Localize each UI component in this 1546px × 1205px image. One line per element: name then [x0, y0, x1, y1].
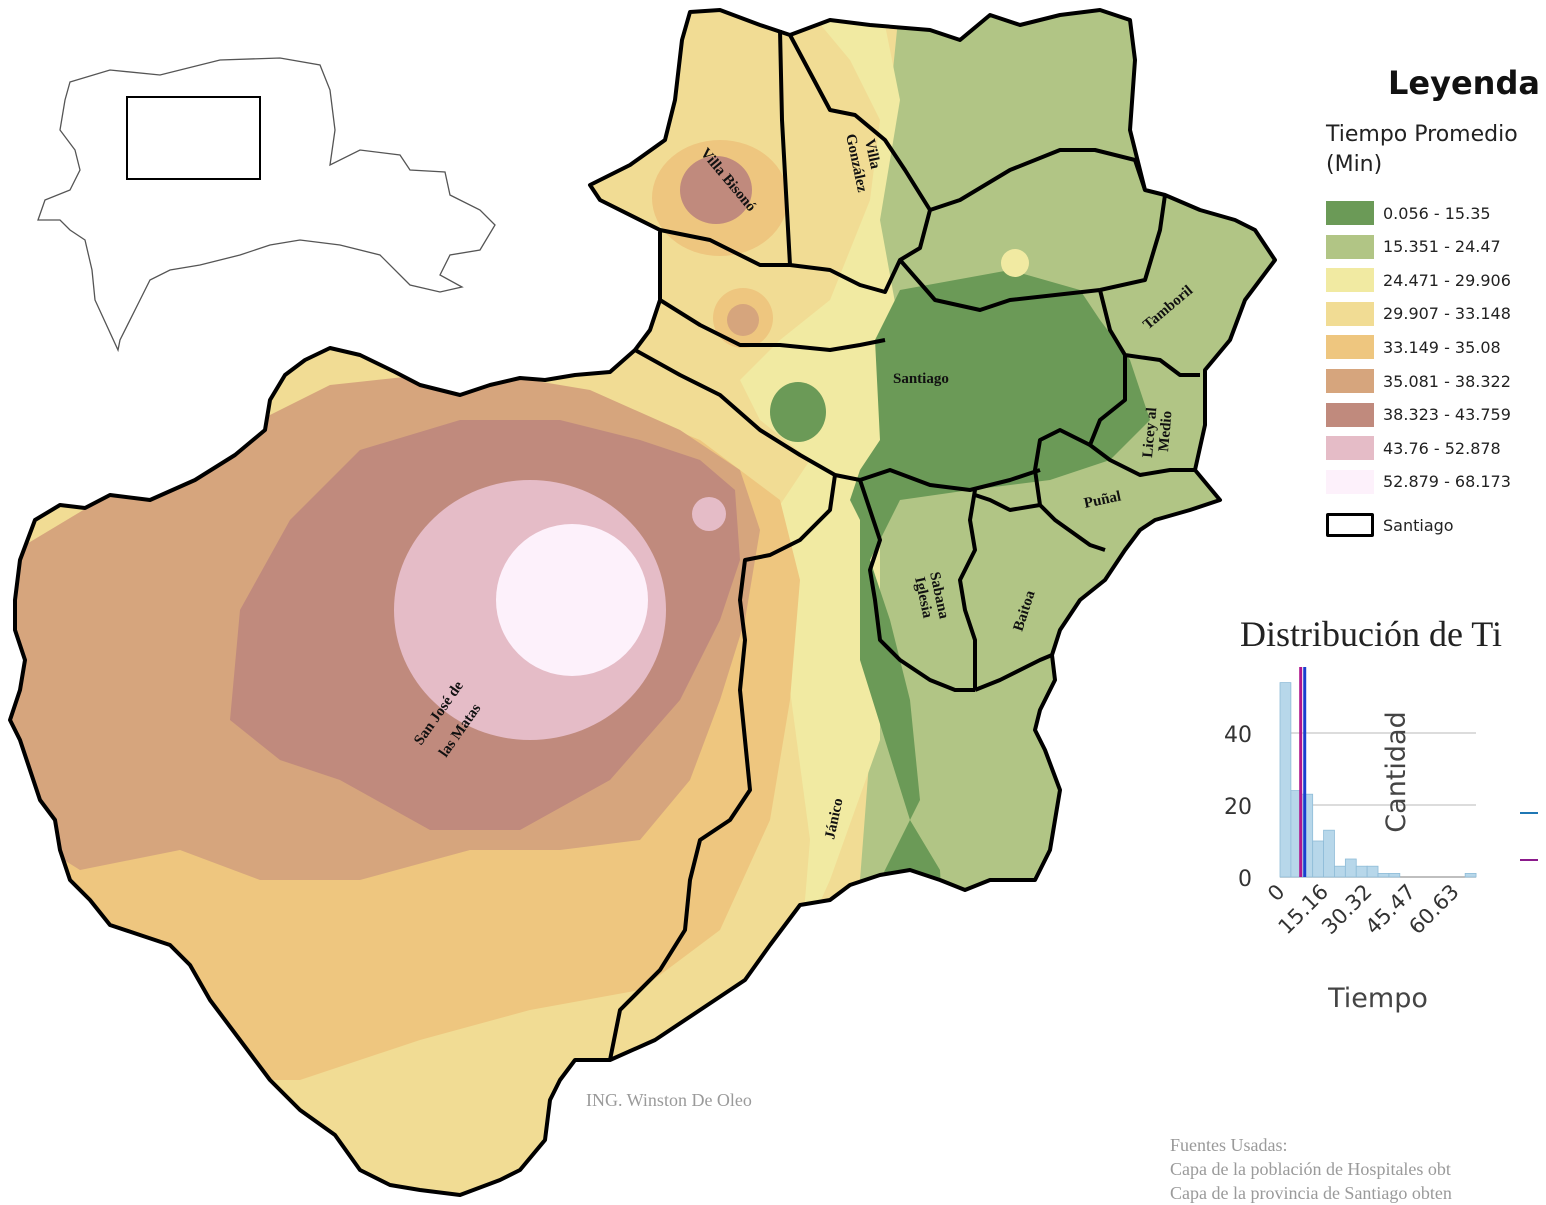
y-tick-label: 20: [1224, 795, 1252, 820]
legend-item-1: 15.351 - 24.47: [1326, 234, 1501, 260]
legend-label: 33.149 - 35.08: [1383, 337, 1501, 357]
legend-swatch: [1326, 436, 1374, 461]
legend-swatch: [1326, 268, 1374, 293]
legend-subtitle: Tiempo Promedio (Min): [1326, 122, 1518, 177]
legend-swatch: [1326, 335, 1374, 360]
legend-label: 43.76 - 52.878: [1383, 438, 1501, 458]
legend-item-4: 33.149 - 35.08: [1326, 334, 1501, 360]
locator-inset-map: [37, 57, 496, 353]
legend-title: Leyenda: [1388, 64, 1540, 102]
label-licey-al-medio: Licey al Medio: [1140, 407, 1175, 459]
legend-label: 52.879 - 68.173: [1383, 472, 1511, 492]
legend-label: 38.323 - 43.759: [1383, 405, 1511, 425]
legend-swatch: [1326, 301, 1374, 326]
y-tick-label: 40: [1224, 723, 1252, 748]
histogram-bar: [1355, 865, 1368, 878]
histogram-bar: [1323, 829, 1335, 878]
legend-item-8: 52.879 - 68.173: [1326, 469, 1511, 495]
province-boundary: [8, 8, 1277, 1197]
legend-boundary-swatch: [1326, 513, 1374, 537]
histogram-bar: [1334, 865, 1346, 878]
legend-swatch: [1326, 201, 1374, 225]
x-axis-label: Tiempo: [1327, 983, 1428, 1014]
histogram-bar: [1312, 840, 1324, 878]
legend-boundary-label: Santiago: [1383, 515, 1454, 535]
svg-text:Villa: Villa: [861, 138, 883, 171]
legend-label: 15.351 - 24.47: [1383, 237, 1501, 257]
travel-time-surface: [10, 10, 1275, 1195]
histogram-bar: [1464, 873, 1477, 878]
x-tick-label: 60.63: [1404, 880, 1463, 939]
svg-text:Licey al: Licey al: [1140, 407, 1160, 459]
histogram-title: Distribución de Ti: [1240, 614, 1503, 654]
legend-label: 0.056 - 15.35: [1383, 203, 1491, 223]
legend-label: 35.081 - 38.322: [1383, 371, 1511, 391]
legend-item-6: 38.323 - 43.759: [1326, 402, 1511, 428]
x-tick-label: 0: [1263, 880, 1289, 906]
histogram-bar: [1366, 865, 1379, 878]
legend-item-0: 0.056 - 15.35: [1326, 200, 1491, 226]
legend-label: 29.907 - 33.148: [1383, 304, 1511, 324]
legend-swatch: [1326, 369, 1374, 393]
histogram-bar: [1344, 858, 1357, 878]
legend-item-7: 43.76 - 52.878: [1326, 435, 1501, 461]
legend-swatch: [1326, 402, 1374, 427]
histogram-bar: [1377, 873, 1390, 878]
sources-line-1: Capa de la población de Hospitales obt: [1170, 1159, 1451, 1179]
histogram-bar: [1279, 682, 1292, 878]
locator-extent-box: [126, 96, 261, 180]
sources-heading: Fuentes Usadas:: [1170, 1135, 1288, 1155]
y-axis-label: Cantidad: [1381, 711, 1412, 832]
legend-swatch: [1326, 469, 1374, 494]
legend-item-3: 29.907 - 33.148: [1326, 301, 1511, 327]
legend-label: 24.471 - 29.906: [1383, 270, 1511, 290]
sources-line-2: Capa de la provincia de Santiago obten: [1170, 1183, 1452, 1203]
label-punal: Puñal: [1083, 488, 1123, 511]
legend-item-2: 24.471 - 29.906: [1326, 267, 1511, 293]
y-tick-label: 0: [1238, 867, 1252, 892]
svg-text:Medio: Medio: [1156, 410, 1175, 452]
legend-item-boundary: Santiago: [1326, 512, 1454, 538]
author-credit: ING. Winston De Oleo: [586, 1090, 752, 1110]
sources-block: Fuentes Usadas: Capa de la población de …: [1170, 1133, 1452, 1205]
municipal-boundaries: [608, 29, 1200, 1061]
histogram-bar: [1388, 873, 1401, 878]
legend-swatch: [1326, 234, 1374, 259]
legend-item-5: 35.081 - 38.322: [1326, 368, 1511, 394]
label-santiago: Santiago: [893, 371, 949, 387]
